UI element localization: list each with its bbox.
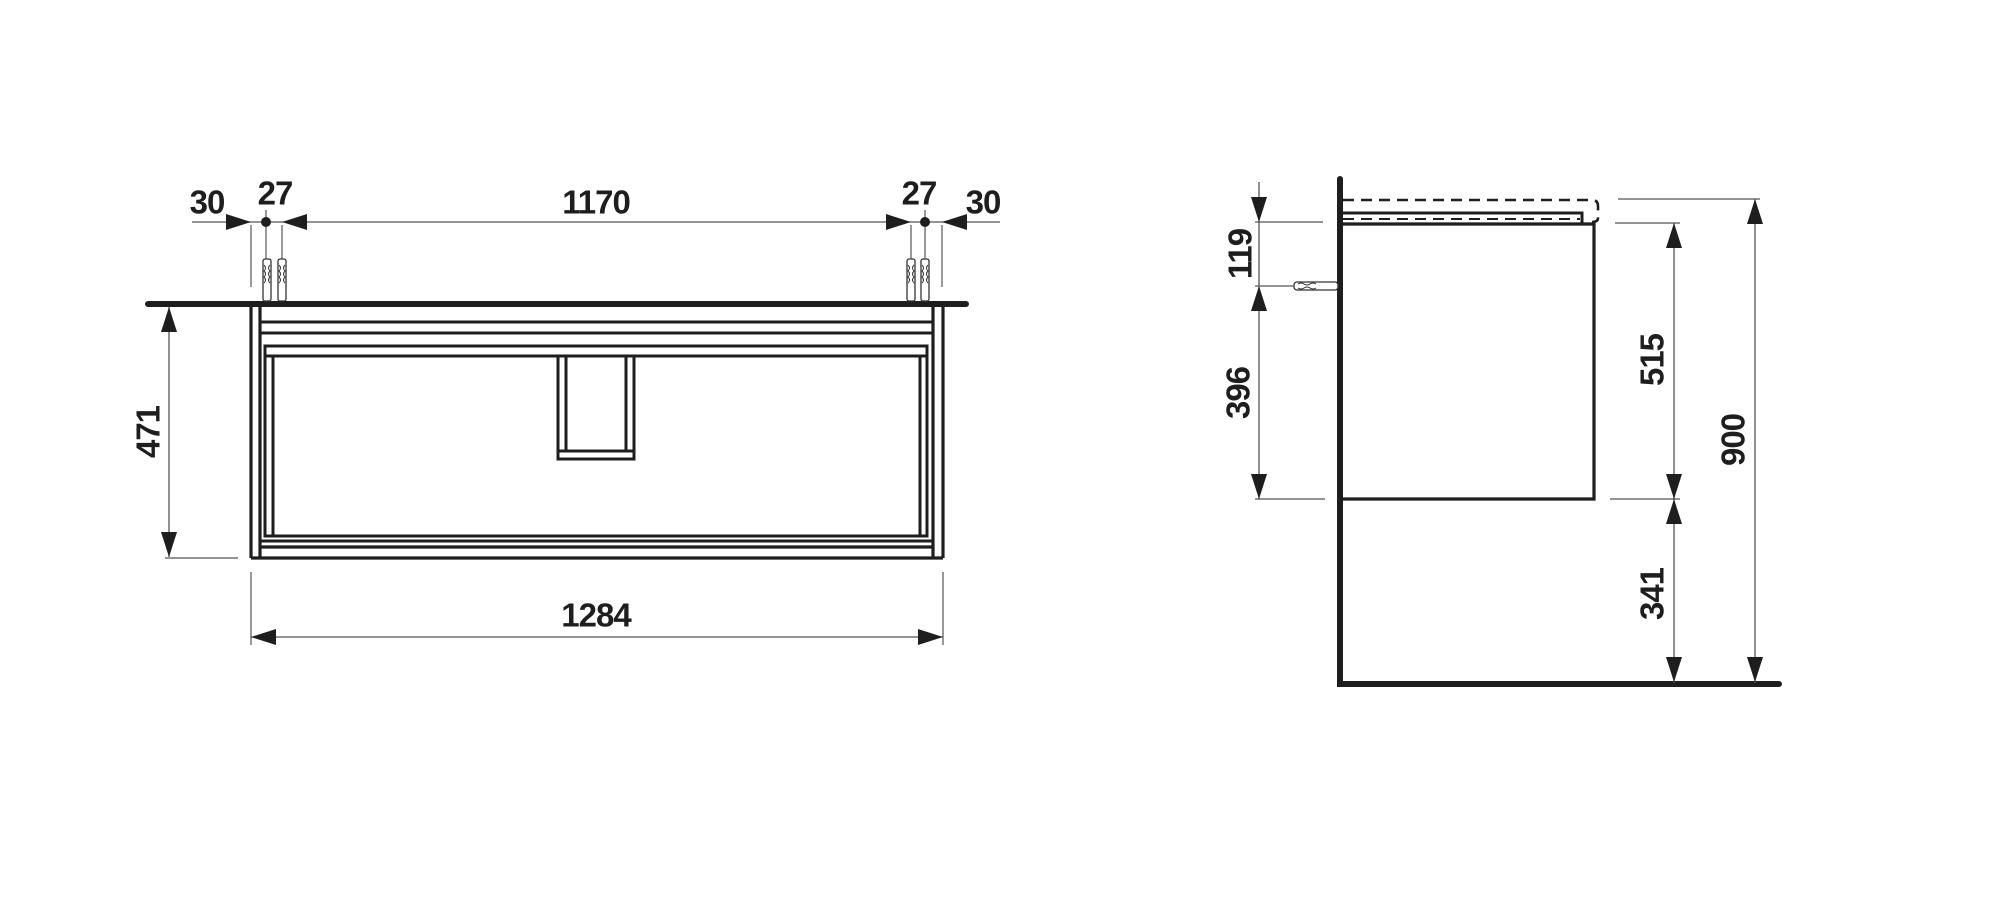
wall-anchor-side-icon bbox=[1293, 281, 1339, 291]
top-dimension-chain bbox=[192, 210, 1000, 287]
total-height-dimension bbox=[1618, 198, 1763, 683]
dim-left-edge-offset: 30 bbox=[190, 184, 225, 221]
left-dimension-chain bbox=[1251, 182, 1325, 500]
right-dimension-chain bbox=[1610, 222, 1682, 683]
height-dimension bbox=[161, 307, 238, 559]
dim-height: 471 bbox=[130, 405, 167, 458]
dim-total-height: 900 bbox=[1715, 414, 1752, 466]
side-view: 119 396 515 341 900 bbox=[1220, 176, 1782, 687]
dim-anchor-to-bottom: 396 bbox=[1220, 366, 1257, 419]
width-dimension bbox=[250, 572, 944, 645]
countertop-side bbox=[1342, 211, 1584, 223]
dim-anchor-span: 1170 bbox=[562, 184, 630, 221]
drawer-front bbox=[263, 344, 929, 538]
dim-top-to-anchor: 119 bbox=[1222, 228, 1259, 279]
handle-recess bbox=[556, 354, 636, 461]
front-view: 30 27 1170 27 30 471 1284 bbox=[130, 175, 1001, 645]
dim-width: 1284 bbox=[561, 597, 632, 634]
cabinet-front bbox=[249, 306, 945, 560]
dim-right-anchor-spacing: 27 bbox=[902, 175, 937, 212]
wall-anchor-icon bbox=[262, 258, 930, 302]
wall-and-floor bbox=[1337, 176, 1782, 687]
dim-cabinet-height: 515 bbox=[1634, 333, 1671, 386]
dim-left-anchor-spacing: 27 bbox=[258, 175, 293, 212]
basin-outline-dashed bbox=[1343, 198, 1600, 224]
dim-right-edge-offset: 30 bbox=[966, 184, 1001, 221]
dim-floor-clearance: 341 bbox=[1634, 567, 1671, 620]
cabinet-side bbox=[1342, 222, 1596, 501]
